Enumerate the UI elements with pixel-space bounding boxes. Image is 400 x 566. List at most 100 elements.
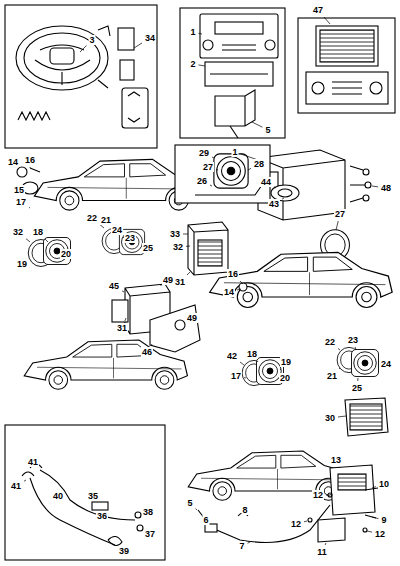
callout-number: 18: [32, 227, 44, 237]
leader-line: [210, 185, 212, 187]
leader-line: [240, 281, 243, 284]
callout-number: 31: [116, 323, 128, 333]
callout-number: 16: [24, 155, 36, 165]
leader-line: [367, 531, 372, 532]
callout-number: 9: [380, 515, 387, 525]
leader-line: [26, 239, 30, 242]
callout-number: 14: [223, 287, 235, 297]
callout-number: 12: [374, 529, 386, 539]
callout-number: 5: [264, 125, 271, 135]
leader-line: [304, 521, 307, 523]
leader-line: [339, 368, 340, 369]
callout-number: 19: [280, 357, 292, 367]
callout-number: 47: [312, 5, 324, 15]
callout-number: 49: [186, 313, 198, 323]
leader-line: [24, 480, 26, 481]
leader-line: [100, 225, 104, 228]
leader-line: [372, 517, 378, 519]
leader-line: [29, 207, 31, 209]
leader-line: [125, 318, 126, 321]
callout-number: 29: [198, 148, 210, 158]
leader-line: [280, 369, 282, 370]
leader-line: [212, 157, 214, 159]
leader-line: [372, 487, 376, 488]
callout-number: 27: [334, 209, 346, 219]
callout-number: 44: [260, 177, 272, 187]
callout-number: 5: [186, 498, 193, 508]
callout-number: 33: [169, 229, 181, 239]
callout-number: 1: [189, 27, 196, 37]
callout-number: 25: [351, 383, 363, 393]
callout-number: 12: [290, 519, 302, 529]
leader-line: [372, 186, 378, 188]
leader-line: [134, 43, 142, 48]
callout-number: 17: [15, 197, 27, 207]
leader-line: [326, 495, 328, 496]
callout-number: 22: [324, 337, 336, 347]
callout-number: 41: [27, 457, 39, 467]
leader-line: [187, 272, 190, 275]
callout-number: 49: [162, 275, 174, 285]
callout-number: 21: [100, 215, 112, 225]
callout-number: 11: [316, 547, 328, 557]
callout-number: 26: [196, 176, 208, 186]
leader-line: [240, 362, 244, 365]
callout-number: 24: [380, 359, 392, 369]
callout-number: 43: [268, 199, 280, 209]
callout-number: 22: [86, 213, 98, 223]
callout-number: 36: [96, 511, 108, 521]
callout-number: 42: [226, 351, 238, 361]
callout-number: 41: [10, 481, 22, 491]
callout-number: 48: [380, 183, 392, 193]
callout-number: 8: [241, 505, 248, 515]
leader-line: [183, 234, 188, 235]
leader-line: [244, 377, 246, 378]
callout-number: 28: [253, 159, 265, 169]
leader-line: [196, 509, 197, 510]
leader-line: [257, 361, 259, 362]
callout-number: 23: [347, 335, 359, 345]
callout-number: 12: [312, 490, 324, 500]
leader-line: [17, 169, 19, 170]
callout-number: 46: [141, 347, 153, 357]
callout-number: 18: [246, 349, 258, 359]
callout-number: 15: [13, 185, 25, 195]
callout-number: 35: [87, 491, 99, 501]
callout-number: 19: [16, 259, 28, 269]
leader-line: [80, 46, 86, 52]
leader-line: [248, 168, 251, 170]
callout-number: 39: [118, 546, 130, 556]
callout-number: 24: [111, 225, 123, 235]
leader-line: [30, 167, 31, 168]
callout-number: 2: [189, 59, 196, 69]
callout-number: 1: [231, 147, 238, 157]
leader-line: [357, 378, 358, 381]
callout-number: 27: [202, 162, 214, 172]
leader-line: [338, 416, 346, 418]
callout-number: 32: [12, 227, 24, 237]
leader-line: [151, 344, 153, 345]
leader-line: [199, 33, 202, 35]
leader-line: [199, 65, 205, 66]
callout-number: 10: [378, 479, 390, 489]
leader-line: [216, 169, 218, 171]
leader-line: [237, 289, 241, 291]
leader-line: [336, 221, 338, 230]
callout-number: 21: [326, 371, 338, 381]
callout-number: 7: [238, 541, 245, 551]
leader-line: [45, 239, 48, 242]
leader-line: [355, 347, 357, 350]
leader-line: [338, 348, 340, 350]
callout-number: 31: [174, 277, 186, 287]
leader-line: [274, 187, 276, 188]
callout-number: 40: [52, 491, 64, 501]
callout-number: 38: [142, 507, 154, 517]
leader-line: [122, 291, 124, 292]
leader-line: [324, 17, 330, 24]
callout-number: 25: [142, 243, 154, 253]
leader-line: [248, 542, 250, 543]
callout-number: 23: [124, 233, 136, 243]
callout-number: 30: [324, 413, 336, 423]
